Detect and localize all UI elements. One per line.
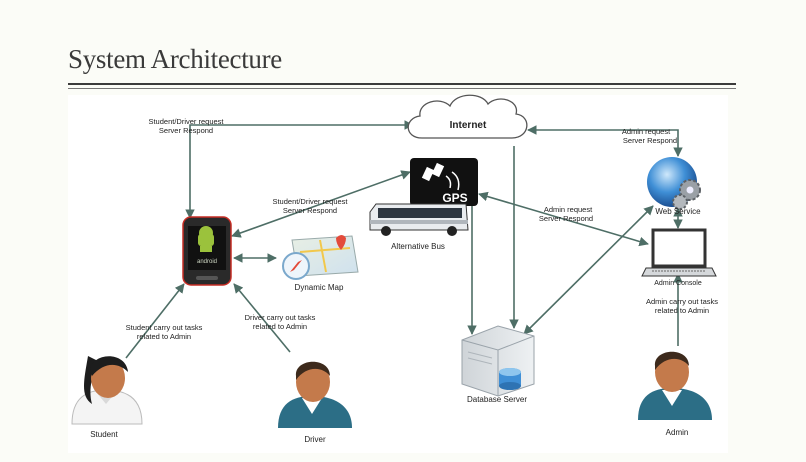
arrow-driver-phone [233,283,291,353]
edge-label-topleft-2: Server Respond [159,126,213,135]
connectors [125,120,683,359]
dynamic-map-label: Dynamic Map [295,283,344,292]
driver-label: Driver [304,435,326,444]
arrow-webservice-database [523,205,654,335]
title-rule [68,83,736,85]
bus-icon [369,203,469,236]
admin-label: Admin [666,428,689,437]
gps-label: GPS [442,191,467,205]
title-rule-thin [68,88,736,89]
driver-avatar-icon [278,361,352,428]
slide-title: System Architecture [68,44,282,74]
edge-label-topleft-1: Student/Driver request [148,117,224,126]
edge-label-student-2: related to Admin [137,332,191,341]
map-icon [282,235,359,280]
internet-cloud: Internet [407,94,528,139]
internet-label: Internet [450,120,487,131]
web-service-globe-icon [647,157,701,210]
android-phone-icon: android [182,216,232,286]
edge-label-student-1: Student carry out tasks [126,323,203,332]
database-server-label: Database Server [467,395,527,404]
admin-avatar-icon [638,351,712,420]
student-avatar-icon [71,356,143,425]
edge-label-midleft-1: Student/Driver request [272,197,348,206]
edge-label-topright-2: Server Respond [623,136,677,145]
admin-console-icon [641,228,717,277]
arrow-phone-gps [231,170,411,238]
student-label: Student [90,430,118,439]
edge-label-midright-2: Server Respond [539,214,593,223]
edge-label-admin-2: related to Admin [655,306,709,315]
edge-labels: Student/Driver request Server Respond St… [126,117,719,341]
edge-label-midright-1: Admin request [544,205,593,214]
edge-label-driver-1: Driver carry out tasks [245,313,316,322]
edge-label-admin-1: Admin carry out tasks [646,297,718,306]
web-service-label: Web Service [655,207,701,216]
phone-brand: android [197,259,217,265]
database-server-icon [461,325,535,397]
edge-label-driver-2: related to Admin [253,322,307,331]
arrow-internet-webservice [527,125,683,157]
arrow-phone-internet [185,120,414,219]
alt-bus-label: Alternative Bus [391,242,445,251]
admin-console-label: Admin Console [654,280,702,287]
gps-icon: GPS [410,158,478,206]
edge-label-topright-1: Admin request [622,127,671,136]
arrow-student-phone [125,283,185,359]
edge-label-midleft-2: Server Respond [283,206,337,215]
